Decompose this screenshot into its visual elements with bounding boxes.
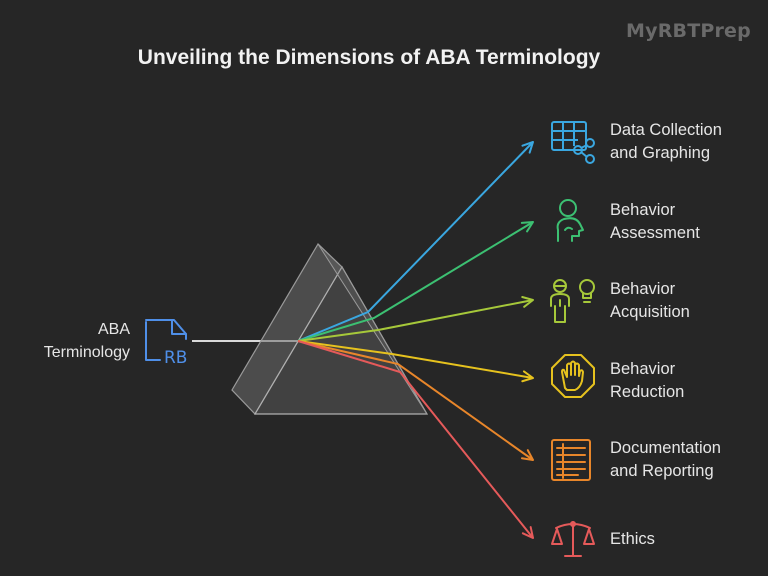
ray-documentation [297, 340, 534, 461]
stop-hand-icon [551, 354, 595, 398]
label-line1: Behavior [610, 280, 676, 298]
label-behavior-reduction: Behavior Reduction [610, 358, 684, 404]
label-line2: Reduction [610, 383, 685, 401]
label-behavior-assessment: Behavior Assessment [610, 199, 700, 245]
document-icon-text: RB [164, 348, 187, 368]
ray-behavior-acquisition-arrowhead [521, 295, 534, 308]
ray-behavior-reduction-arrowhead [521, 370, 534, 383]
label-data-collection: Data Collection and Graphing [610, 119, 722, 165]
label-line2: and Graphing [610, 144, 710, 162]
label-line1: Documentation [610, 439, 721, 457]
brand-watermark: MyRBTPrep [626, 20, 751, 42]
ray-behavior-reduction [297, 340, 534, 379]
source-label-line1: ABA [97, 321, 130, 338]
lined-document-icon [551, 439, 591, 481]
dispersion-rays [297, 141, 534, 539]
label-line1: Behavior [610, 360, 676, 378]
person-lightbulb-icon [550, 279, 595, 323]
label-line2: and Reporting [610, 462, 714, 480]
table-network-icon [551, 121, 595, 164]
ray-behavior-assessment-arrowhead [520, 221, 534, 233]
document-icon: RB [145, 319, 187, 368]
page-title: Unveiling the Dimensions of ABA Terminol… [137, 46, 601, 69]
source-label: ABA Terminology [20, 318, 130, 364]
ray-data-collection-arrowhead [521, 141, 534, 154]
label-line1: Ethics [610, 530, 655, 548]
ray-data-collection [297, 141, 534, 342]
label-line2: Acquisition [610, 303, 690, 321]
ray-ethics-arrowhead [521, 526, 534, 539]
label-line1: Data Collection [610, 121, 722, 139]
label-behavior-acquisition: Behavior Acquisition [610, 278, 690, 324]
ray-behavior-acquisition [297, 299, 534, 342]
label-line2: Assessment [610, 224, 700, 242]
balance-scale-icon [551, 521, 595, 557]
label-documentation: Documentation and Reporting [610, 437, 721, 483]
ray-ethics [297, 340, 534, 539]
label-line1: Behavior [610, 201, 676, 219]
ray-documentation-arrowhead [520, 449, 534, 461]
head-profile-icon [556, 199, 584, 242]
source-label-line2: Terminology [43, 344, 130, 361]
ray-behavior-assessment [297, 221, 534, 342]
label-ethics: Ethics [610, 528, 655, 551]
